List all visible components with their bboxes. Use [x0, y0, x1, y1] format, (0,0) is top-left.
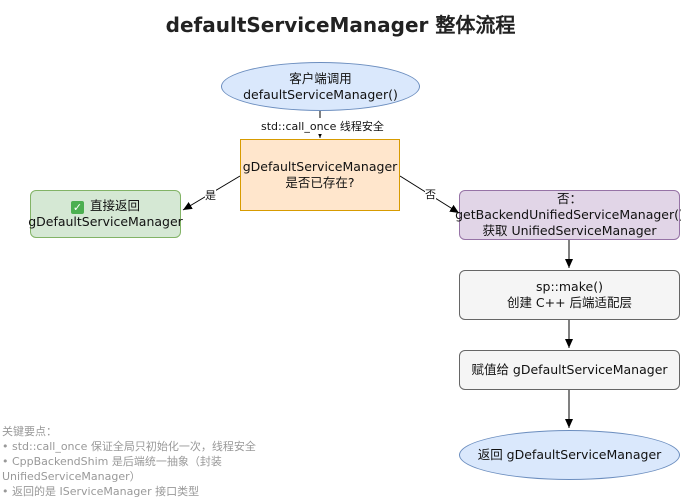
diagram-title: defaultServiceManager 整体流程 — [165, 13, 516, 37]
start-line2: defaultServiceManager() — [243, 86, 398, 102]
backend-line2: getBackendUnifiedServiceManager() — [455, 207, 681, 222]
start-line1: 客户端调用 — [289, 70, 352, 86]
notes-line: • 返回的是 IServiceManager 接口类型 — [2, 485, 200, 498]
return-line1: 返回 gDefaultServiceManager — [477, 447, 662, 462]
edge-label-no: 否 — [425, 186, 436, 202]
decision-line1: gDefaultServiceManager — [242, 159, 398, 174]
start-node: 客户端调用 defaultServiceManager() — [221, 62, 420, 111]
make-line2: 创建 C++ 后端适配层 — [506, 295, 633, 310]
assign-line1: 赋值给 gDefaultServiceManager — [471, 362, 668, 377]
decision-node: gDefaultServiceManager 是否已存在? — [240, 139, 400, 211]
make-node: sp::make() 创建 C++ 后端适配层 — [459, 270, 680, 320]
edge-label-yes: 是 — [205, 187, 216, 203]
check-icon: ✓ — [70, 201, 84, 214]
backend-line1: 否： — [556, 191, 582, 206]
edge-label-call-once: std::call_once 线程安全 — [261, 118, 384, 134]
notes-line: • CppBackendShim 是后端统一抽象（封装 — [2, 455, 222, 468]
direct-return-node: ✓ 直接返回 gDefaultServiceManager — [28, 190, 183, 238]
decision-line2: 是否已存在? — [285, 175, 355, 190]
notes-heading: 关键要点： — [2, 425, 57, 438]
backend-line3: 获取 UnifiedServiceManager — [482, 223, 657, 238]
return-node: 返回 gDefaultServiceManager — [459, 430, 680, 480]
direct-line1: 直接返回 — [89, 198, 140, 213]
get-backend-node: 否： getBackendUnifiedServiceManager() 获取 … — [455, 190, 681, 240]
key-points-notes: 关键要点： • std::call_once 保证全局只初始化一次，线程安全 •… — [2, 424, 302, 499]
make-line1: sp::make() — [536, 279, 603, 294]
direct-line2: gDefaultServiceManager — [28, 214, 183, 229]
notes-line: • std::call_once 保证全局只初始化一次，线程安全 — [2, 440, 256, 453]
assign-node: 赋值给 gDefaultServiceManager — [459, 350, 680, 390]
notes-line: UnifiedServiceManager） — [2, 470, 141, 483]
